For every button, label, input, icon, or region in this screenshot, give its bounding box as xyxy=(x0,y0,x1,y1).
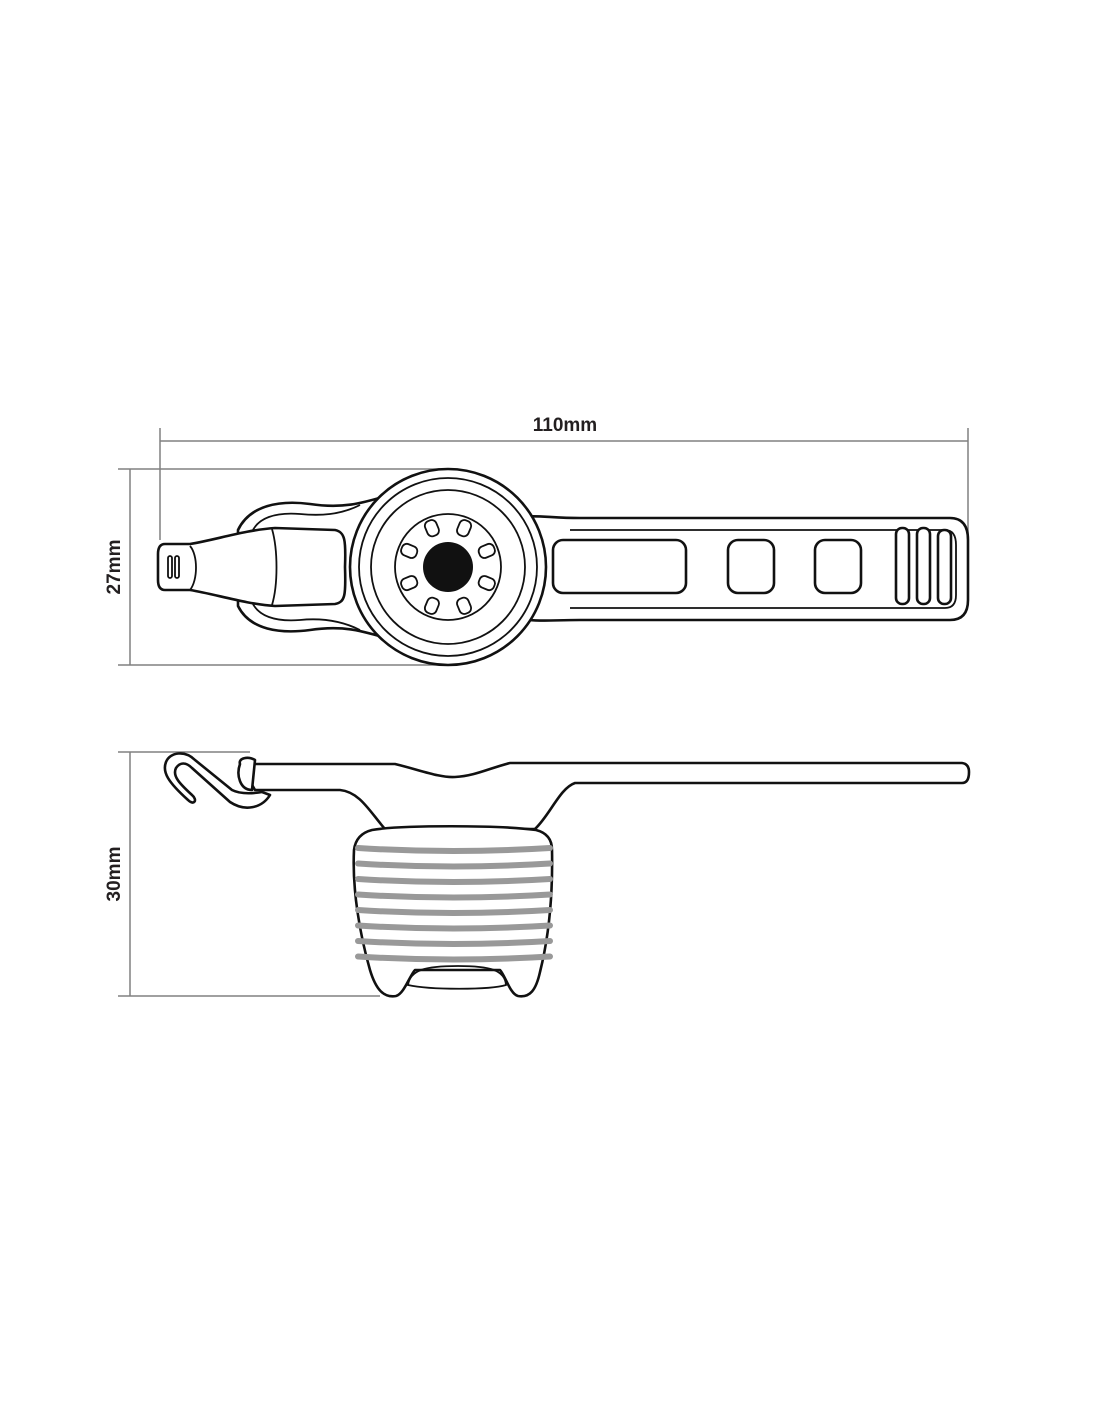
top-height-label: 27mm xyxy=(104,540,125,595)
length-label: 110mm xyxy=(533,415,597,436)
dial-notch xyxy=(456,596,473,615)
heat-sink-stripe xyxy=(355,922,553,932)
top-height-dimension: 27mm xyxy=(104,468,440,666)
mount-hook xyxy=(163,752,272,809)
button-dial xyxy=(394,513,502,621)
dial-notch xyxy=(400,542,419,559)
grip-rib-2 xyxy=(915,526,932,606)
top-view xyxy=(156,467,970,667)
strap-hole-1 xyxy=(726,538,776,595)
heat-sink-stripes xyxy=(355,845,553,963)
dial-notch xyxy=(423,519,440,538)
side-height-label: 30mm xyxy=(104,847,125,902)
dial-notches xyxy=(400,519,496,615)
heat-sink-stripe xyxy=(355,876,553,885)
strap-hole-2 xyxy=(813,538,863,595)
heat-sink-stripe xyxy=(355,953,553,963)
strap-slot xyxy=(551,538,688,595)
heat-sink-stripe xyxy=(355,891,553,901)
heat-sink-stripe xyxy=(355,907,553,916)
dial-notch xyxy=(423,596,440,615)
grip-rib-3 xyxy=(936,528,953,606)
length-dimension: 110mm xyxy=(159,415,969,540)
front-lens xyxy=(156,526,347,608)
dial-notch xyxy=(456,519,473,538)
dial-notch xyxy=(477,542,496,559)
side-height-dimension: 30mm xyxy=(104,751,380,997)
dial-notch xyxy=(400,575,419,592)
power-button-center xyxy=(423,542,473,592)
heat-sink-stripe xyxy=(355,860,553,870)
side-view xyxy=(163,752,971,998)
grip-rib-1 xyxy=(894,526,911,606)
heat-sink-stripe xyxy=(355,845,553,854)
heat-sink-stripe xyxy=(355,938,553,947)
dial-notch xyxy=(477,575,496,592)
side-strap xyxy=(238,761,971,831)
